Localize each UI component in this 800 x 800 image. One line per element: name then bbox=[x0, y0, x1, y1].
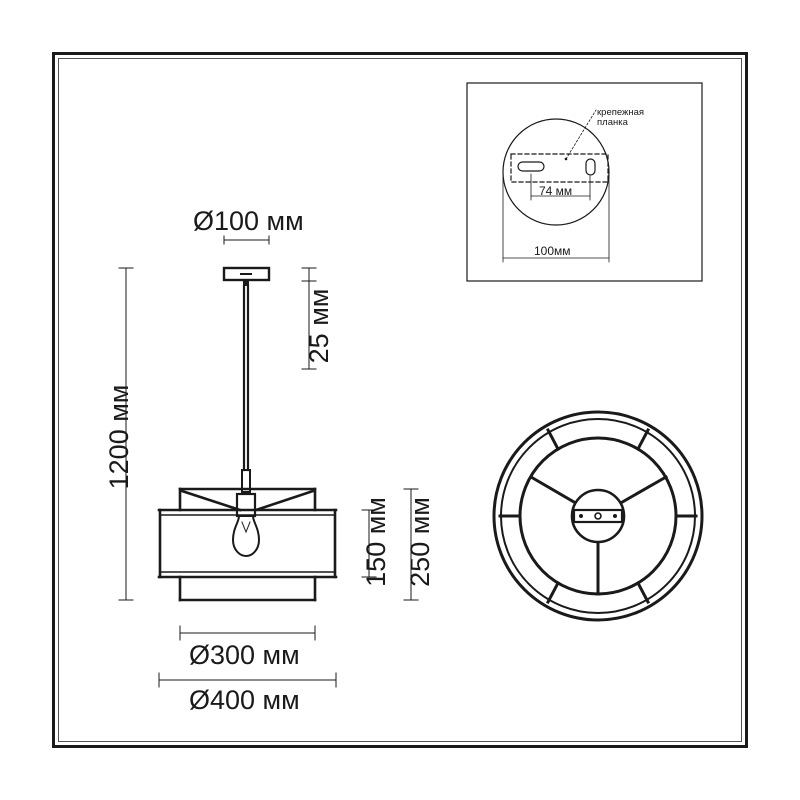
bracket-slot-right bbox=[585, 158, 596, 176]
pendant-side-view bbox=[157, 266, 338, 602]
spoke-outer-bottom-left bbox=[545, 580, 561, 605]
bracket-hole-center bbox=[594, 512, 602, 520]
bracket-leader-line bbox=[565, 109, 597, 160]
light-bulb bbox=[231, 515, 261, 558]
outer-frame bbox=[52, 52, 748, 748]
bracket-hole-left bbox=[579, 514, 583, 518]
bracket-hole-right bbox=[613, 514, 617, 518]
bracket-label-line1: крепежная bbox=[597, 107, 645, 118]
bracket-label-line2: планка bbox=[597, 116, 628, 128]
inner-shade-height-label: 150 мм bbox=[361, 497, 391, 587]
outer-diameter-label: Ø400 мм bbox=[189, 685, 300, 715]
inner-frame bbox=[58, 58, 742, 742]
cable-holder bbox=[241, 469, 251, 493]
spoke-outer-bottom-right bbox=[635, 580, 651, 605]
inset-border bbox=[466, 82, 703, 282]
canopy-top-view bbox=[502, 118, 610, 226]
slot-spacing-label: 74 мм bbox=[539, 184, 573, 198]
spoke-outer-top-right bbox=[635, 427, 651, 452]
plate-width-label: 100мм bbox=[534, 244, 571, 258]
lamp-socket bbox=[235, 492, 257, 518]
total-height-label: 1200 мм bbox=[104, 384, 134, 490]
mounting-detail-inset bbox=[466, 82, 703, 282]
outer-ring-outer bbox=[492, 410, 704, 622]
side-view-dimensions bbox=[118, 235, 419, 688]
bulb-filament bbox=[241, 521, 251, 534]
frame-spoke-right bbox=[254, 489, 315, 512]
bracket-slot-left bbox=[517, 161, 545, 172]
pendant-bottom-view bbox=[492, 410, 704, 622]
inner-diameter-label: Ø300 мм bbox=[189, 640, 300, 670]
bracket-bottom-view bbox=[572, 508, 624, 524]
frame-spoke-left bbox=[180, 489, 242, 512]
mounting-bracket bbox=[510, 153, 609, 183]
canopy-diameter-label: Ø100 мм bbox=[193, 206, 304, 236]
bracket-label: крепежная планка bbox=[597, 108, 644, 128]
spoke-outer-top-left bbox=[545, 427, 561, 452]
outer-shade-height-label: 250 мм bbox=[405, 497, 435, 587]
canopy-height-label: 25 мм bbox=[304, 288, 334, 364]
canopy-fitting bbox=[243, 280, 249, 286]
